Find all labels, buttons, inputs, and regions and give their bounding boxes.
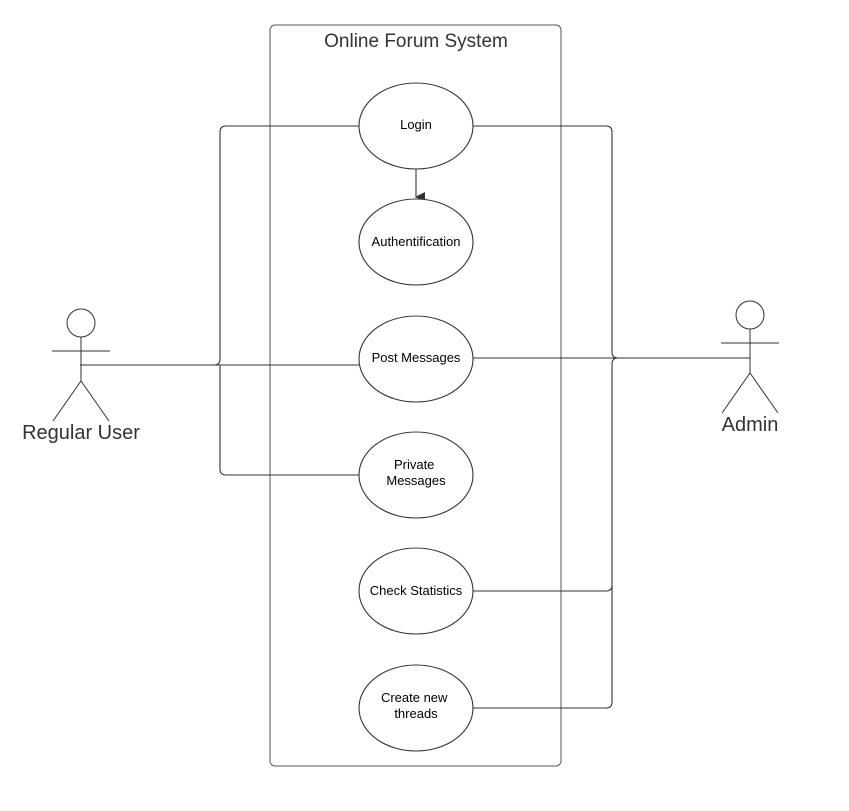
usecase-create-threads: Create new threads [358,664,474,752]
usecase-authentification: Authentification [358,198,474,286]
actor-admin-head [735,300,765,330]
association-regular-user-private-messages [219,365,359,476]
usecase-login: Login [358,82,474,170]
usecase-login-ellipse [358,82,474,170]
usecase-create-threads-line-1: Create new [381,690,448,705]
actor-admin: Admin [721,300,779,436]
usecase-check-statistics-ellipse [358,547,474,635]
actor-regular-user: Regular User [22,308,140,444]
usecase-create-threads-ellipse [358,664,474,752]
system-title: Online Forum System [324,31,508,52]
actor-admin-left-leg [721,372,751,414]
actor-admin-label: Admin [722,414,779,436]
association-admin-check-statistics [473,357,750,592]
usecase-private-messages-ellipse [358,431,474,519]
usecase-check-statistics-label: Check Statistics [370,583,463,598]
usecase-authentification-line-1: Authentification [372,234,461,249]
usecase-private-messages: Private Messages [358,431,474,519]
usecase-private-messages-label: Private Messages [386,457,446,488]
usecase-private-messages-line-1: Private [394,457,434,472]
usecase-post-messages-ellipse [358,315,474,403]
usecase-login-line-1: Login [400,117,432,132]
association-admin-create-threads [473,585,613,709]
usecase-private-messages-line-2: Messages [386,473,446,488]
actor-regular-user-left-leg [52,380,82,422]
usecase-check-statistics: Check Statistics [358,547,474,635]
usecase-create-threads-label: Create new threads [381,690,451,721]
usecase-create-threads-line-2: threads [394,706,438,721]
usecase-post-messages-label: Post Messages [372,350,461,365]
usecase-post-messages: Post Messages [358,315,474,403]
actor-regular-user-right-leg [80,380,110,422]
usecase-check-statistics-line-1: Check Statistics [370,583,463,598]
usecase-login-label: Login [400,117,432,132]
actor-regular-user-head [66,308,96,338]
usecase-authentification-label: Authentification [372,234,461,249]
usecase-post-messages-line-1: Post Messages [372,350,461,365]
actor-admin-right-leg [749,372,779,414]
usecase-authentification-ellipse [358,198,474,286]
actor-regular-user-label: Regular User [22,422,140,444]
